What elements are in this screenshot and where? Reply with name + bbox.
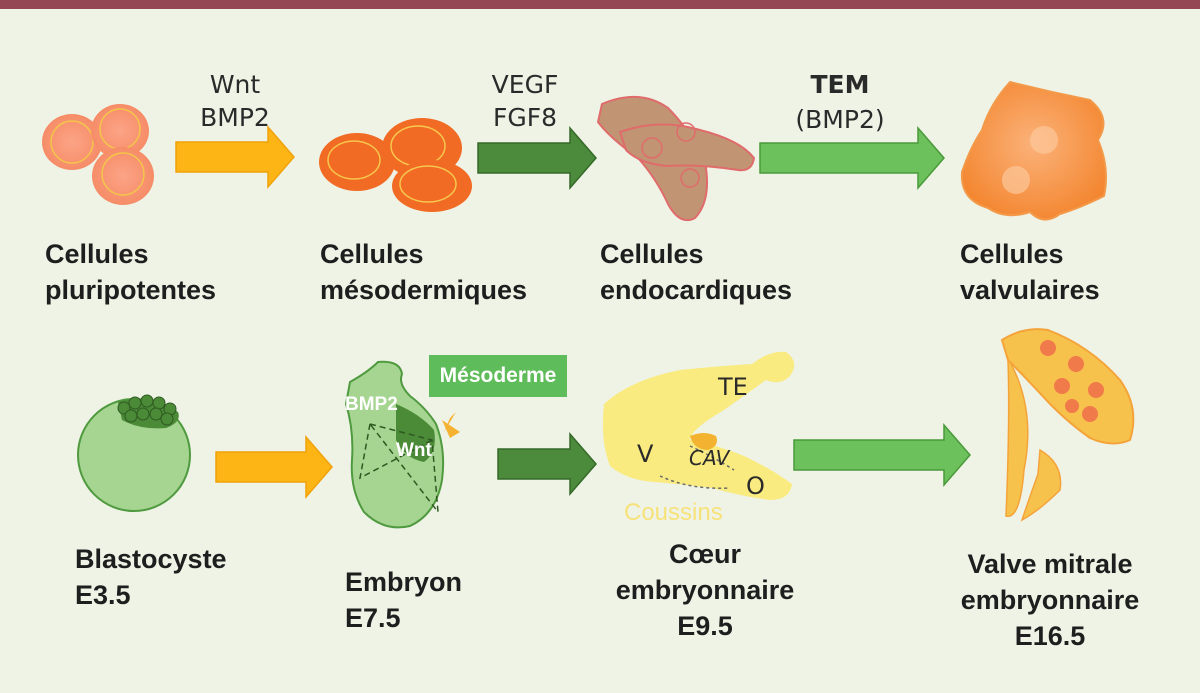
label-embryo: Embryon E7.5 <box>345 567 463 633</box>
embryo-wnt-label: Wnt <box>396 440 432 461</box>
heart-cav-label: CAV <box>689 446 730 470</box>
label-embryonic-mitral-valve: Valve mitrale embryonnaire E16.5 <box>960 549 1140 651</box>
arrow-pluri-to-meso <box>175 124 295 190</box>
top-border <box>0 0 1200 9</box>
arrow-embryon-to-coeur <box>497 431 597 497</box>
embryo-bmp2-label: BMP2 <box>345 394 398 415</box>
label-valvular-cells: Cellules valvulaires <box>960 239 1100 305</box>
signal-tem: TEM <box>810 70 870 99</box>
mesoderm-box: Mésoderme <box>429 355 567 397</box>
pluripotent-cells <box>42 104 154 205</box>
valvular-cells <box>960 80 1107 221</box>
label-mesodermal-cells: Cellules mésodermiques <box>320 239 528 305</box>
embryonic-heart <box>602 351 795 500</box>
heart-o-label: O <box>746 472 765 500</box>
arrow-endo-to-valv <box>759 125 945 191</box>
signal-vegf-fgf8: VEGF FGF8 <box>491 70 559 132</box>
signal-tem-sub: (BMP2) <box>795 105 885 134</box>
label-blastocyst: Blastocyste E3.5 <box>75 544 227 610</box>
mesodermal-cells <box>319 118 472 212</box>
heart-v-label: V <box>637 440 654 468</box>
embryonic-mitral-valve <box>1000 328 1135 522</box>
blastocyst <box>77 394 191 512</box>
heart-te-label: TE <box>718 373 748 401</box>
heart-cushions-label: Coussins <box>624 499 723 526</box>
arrow-blasto-to-embryon <box>215 434 333 500</box>
arrow-meso-to-endo <box>477 125 597 191</box>
arrow-coeur-to-valve <box>793 422 971 488</box>
signal-wnt-bmp2: Wnt BMP2 <box>200 70 270 132</box>
label-pluripotent-cells: Cellules pluripotentes <box>45 239 217 305</box>
endocardial-cells <box>596 95 756 222</box>
embryo <box>344 360 460 529</box>
label-embryonic-heart: Cœur embryonnaire E9.5 <box>615 539 795 641</box>
label-endocardial-cells: Cellules endocardiques <box>600 239 793 305</box>
